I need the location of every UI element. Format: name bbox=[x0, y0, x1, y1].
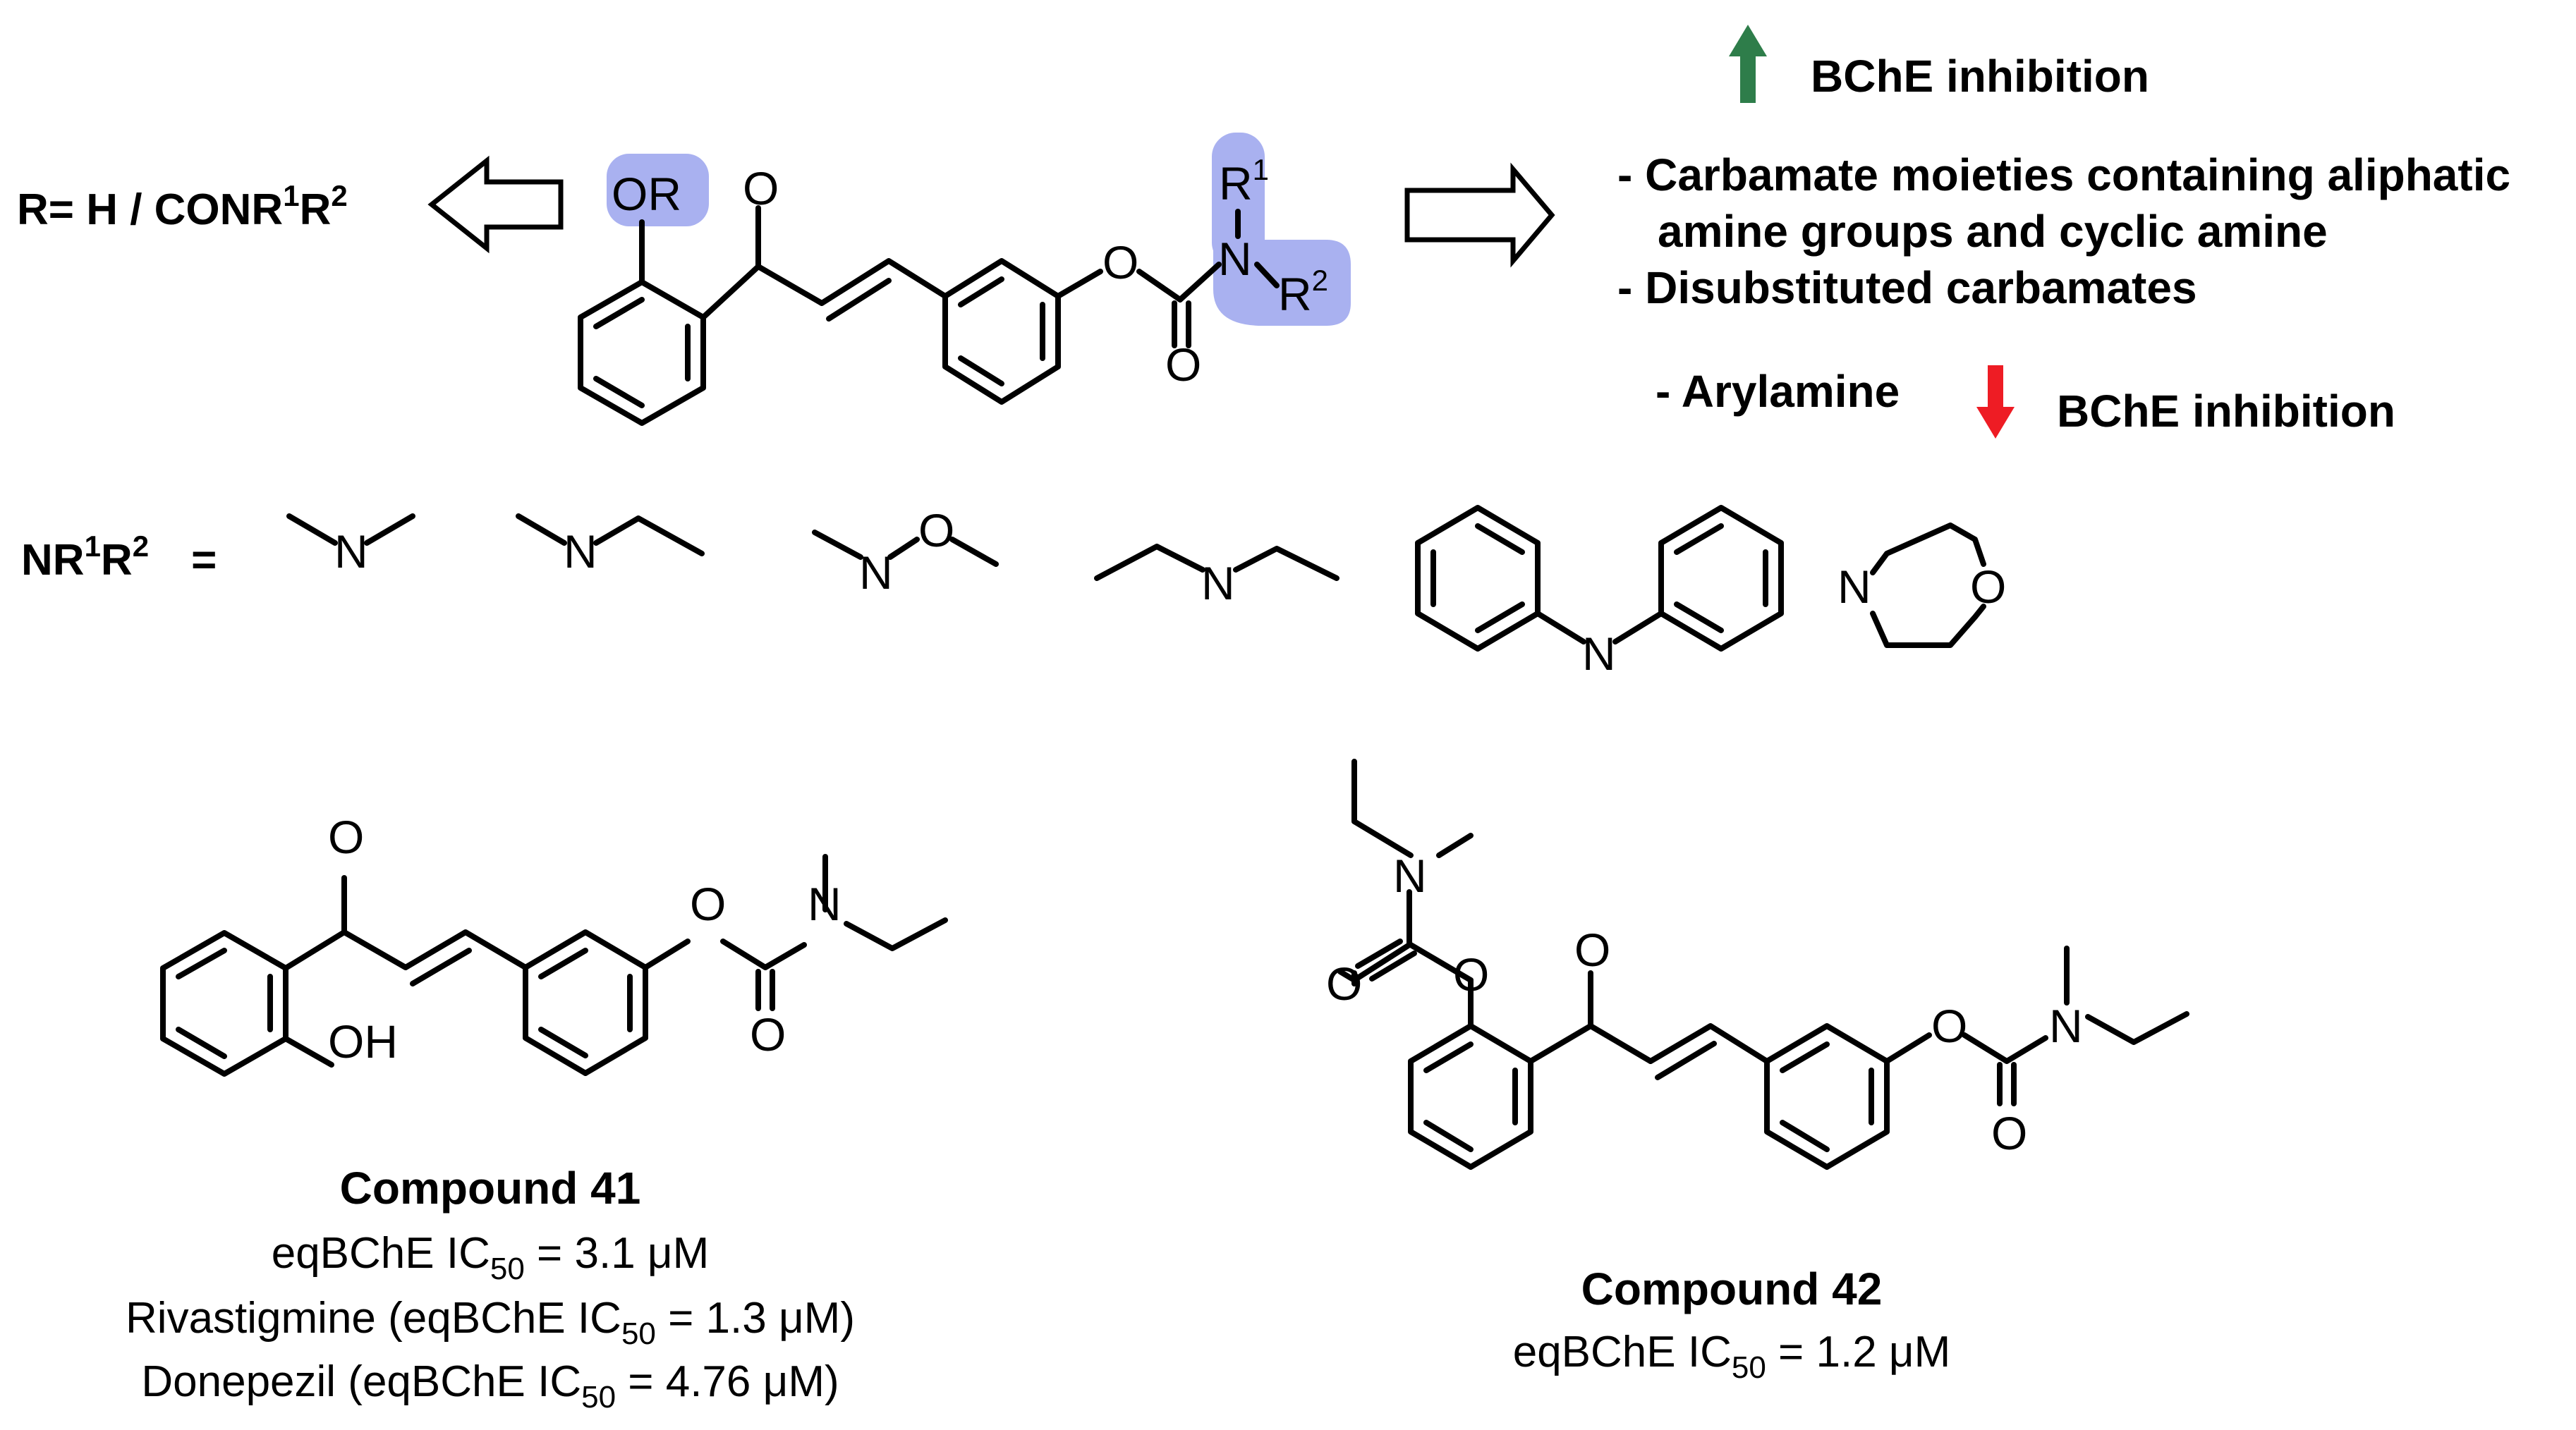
sar-summary: BChE inhibition - Carbamate moieties con… bbox=[1617, 25, 2510, 439]
svg-text:OH: OH bbox=[328, 1015, 398, 1068]
amine-dimethyl: N bbox=[286, 513, 415, 578]
sar-item-1: - Carbamate moieties containing aliphati… bbox=[1617, 149, 2510, 200]
compound-41-activity: eqBChE IC50 = 3.1 μM bbox=[272, 1229, 710, 1286]
svg-text:O: O bbox=[1326, 958, 1362, 1010]
r1-label: R1 bbox=[1219, 153, 1269, 209]
nr-definition: NR1R2= bbox=[21, 530, 217, 585]
r1-highlight bbox=[1212, 133, 1265, 267]
svg-text:O: O bbox=[1931, 1000, 1967, 1052]
rivastigmine-activity: Rivastigmine (eqBChE IC50 = 1.3 μM) bbox=[126, 1294, 855, 1351]
svg-text:O: O bbox=[328, 811, 364, 863]
amine-morpholine: N O bbox=[1837, 522, 2006, 648]
svg-text:O: O bbox=[1453, 948, 1489, 1001]
carbonyl-o-label: O bbox=[1165, 338, 1201, 391]
svg-text:O: O bbox=[750, 1008, 786, 1061]
amine-diphenyl: N bbox=[1415, 505, 1784, 680]
r-definition: R= H / CONR1R2 bbox=[17, 179, 348, 234]
svg-text:N: N bbox=[859, 546, 893, 599]
ester-o-label: O bbox=[1102, 236, 1138, 288]
compound-41-name: Compound 41 bbox=[340, 1163, 641, 1214]
svg-text:O: O bbox=[1574, 924, 1610, 976]
amine-methoxymethyl: N O bbox=[812, 504, 999, 599]
svg-text:N: N bbox=[1393, 850, 1427, 902]
compound-42-structure: N O O O O O N bbox=[1326, 759, 2189, 1170]
svg-text:N: N bbox=[334, 525, 368, 578]
open-arrow-right-icon bbox=[1404, 162, 1555, 268]
sar-item-arylamine: - Arylamine bbox=[1655, 366, 1900, 417]
increase-label: BChE inhibition bbox=[1811, 51, 2149, 102]
svg-text:N: N bbox=[2049, 1000, 2083, 1052]
svg-text:O: O bbox=[1970, 561, 2006, 613]
n-r2-highlight bbox=[1213, 240, 1351, 326]
general-structure: OR O O O N R1 R2 bbox=[578, 133, 1351, 426]
sar-item-3: - Disubstituted carbamates bbox=[1617, 262, 2197, 313]
compound-42-name: Compound 42 bbox=[1581, 1264, 1883, 1314]
ketone-o-label: O bbox=[743, 162, 779, 214]
compound-42-activity: eqBChE IC50 = 1.2 μM bbox=[1513, 1328, 1951, 1385]
decrease-label: BChE inhibition bbox=[2057, 386, 2395, 436]
or-highlight bbox=[607, 154, 709, 226]
donepezil-activity: Donepezil (eqBChE IC50 = 4.76 μM) bbox=[141, 1357, 839, 1414]
arrow-down-icon bbox=[1976, 365, 2015, 439]
r2-label: R2 bbox=[1278, 264, 1328, 320]
svg-text:N: N bbox=[1201, 557, 1235, 609]
n-label: N bbox=[1218, 233, 1252, 285]
svg-text:O: O bbox=[690, 878, 726, 930]
open-arrow-left-icon bbox=[427, 155, 564, 254]
svg-text:N: N bbox=[1837, 561, 1871, 613]
svg-text:N: N bbox=[808, 878, 842, 930]
svg-text:O: O bbox=[918, 504, 954, 556]
svg-text:N: N bbox=[564, 525, 597, 578]
arrow-up-icon bbox=[1729, 25, 1767, 103]
amine-ethylmethyl: N bbox=[516, 513, 705, 578]
amine-diethyl: N bbox=[1094, 544, 1339, 609]
svg-text:N: N bbox=[1582, 628, 1616, 680]
or-label: OR bbox=[612, 168, 681, 220]
svg-text:O: O bbox=[1991, 1107, 2027, 1159]
sar-item-2: amine groups and cyclic amine bbox=[1658, 206, 2328, 257]
compound-41-structure: O OH O O N bbox=[160, 811, 948, 1077]
